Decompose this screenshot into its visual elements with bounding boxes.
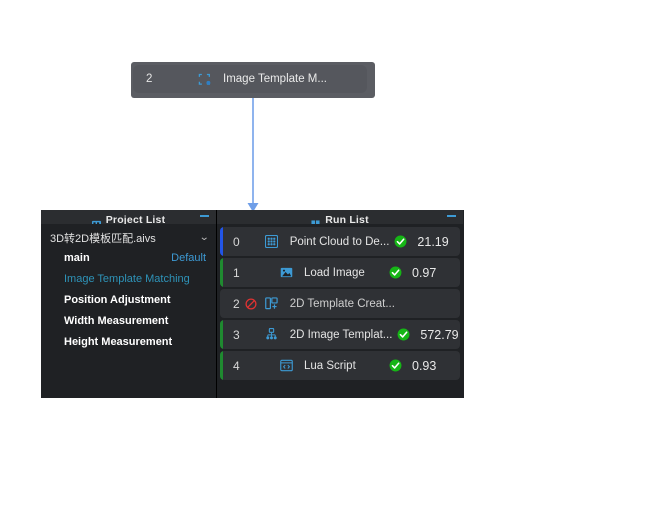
- project-item-label: Image Template Matching: [64, 272, 190, 285]
- load-image-icon: [276, 266, 296, 279]
- run-list-minimize-button[interactable]: [447, 215, 456, 217]
- run-row-index: 2: [233, 296, 240, 311]
- run-row-status-edge: [220, 258, 223, 287]
- run-row-duration: 21.19: [417, 234, 449, 249]
- run-row-label: 2D Template Creat...: [289, 297, 395, 310]
- project-item-value: Default: [171, 251, 206, 264]
- run-row-index: 3: [233, 327, 240, 342]
- run-row-label: Load Image: [304, 266, 365, 279]
- drop-indicator-arrow: [246, 98, 260, 214]
- run-row-index: 0: [233, 234, 240, 249]
- run-list-row[interactable]: 4 Lua Script 0.93: [220, 351, 460, 380]
- project-item-label: Position Adjustment: [64, 293, 171, 306]
- point-cloud-icon: [262, 235, 282, 248]
- run-list-row[interactable]: 3 2D Image Templat... 572.79: [220, 320, 460, 349]
- project-file-row[interactable]: 3D转2D模板匹配.aivs ⌄: [41, 228, 216, 247]
- run-row-label: 2D Image Templat...: [289, 328, 393, 341]
- run-row-index: 1: [233, 265, 240, 280]
- success-check-icon: [384, 266, 406, 279]
- run-row-status-edge: [220, 351, 223, 380]
- application-window: Project List 3D转2D模板匹配.aivs ⌄ main Defaul…: [41, 210, 464, 398]
- run-row-label: Lua Script: [304, 359, 356, 372]
- run-row-label: Point Cloud to De...: [289, 235, 390, 248]
- template-match-icon: [193, 71, 215, 87]
- run-list-row[interactable]: 0 Point Cloud to De... 21.19: [220, 227, 460, 256]
- template-create-icon: [262, 297, 282, 310]
- lua-script-icon: [276, 359, 296, 372]
- project-item-label: Width Measurement: [64, 314, 169, 327]
- run-row-status-edge: [220, 227, 223, 256]
- drag-ghost-body: 2 Image Template M...: [133, 65, 367, 93]
- chevron-down-icon[interactable]: ⌄: [198, 231, 210, 243]
- project-list-icon: [91, 216, 101, 224]
- run-row-duration: 0.93: [412, 358, 437, 373]
- run-row-duration: 572.79: [420, 327, 459, 342]
- project-item-2[interactable]: Image Template Matching: [41, 268, 216, 289]
- project-list-title: Project List: [105, 214, 166, 224]
- run-list-title: Run List: [325, 214, 369, 224]
- project-item-1[interactable]: main Default: [41, 247, 216, 268]
- project-list-minimize-button[interactable]: [200, 215, 209, 217]
- project-file-name: 3D转2D模板匹配.aivs: [50, 232, 156, 245]
- project-item-label: Height Measurement: [64, 335, 173, 348]
- run-list-row[interactable]: 2 2D Template Creat...: [220, 289, 460, 318]
- run-list-row[interactable]: 1 Load Image 0.97: [220, 258, 460, 287]
- disabled-icon: [240, 297, 262, 310]
- image-template-icon: [262, 328, 282, 341]
- project-item-5[interactable]: Height Measurement: [41, 331, 216, 352]
- project-item-4[interactable]: Width Measurement: [41, 310, 216, 331]
- project-list-header: Project List: [41, 210, 216, 224]
- run-list-header: Run List: [217, 210, 463, 224]
- project-item-label: main: [64, 251, 90, 264]
- run-row-status-edge: [220, 320, 223, 349]
- drag-ghost-label: Image Template M...: [223, 73, 327, 85]
- run-list-icon: [311, 216, 320, 225]
- success-check-icon: [392, 328, 414, 341]
- drag-ghost-tooltip: 2 Image Template M...: [131, 62, 375, 98]
- success-check-icon: [389, 235, 411, 248]
- run-row-index: 4: [233, 358, 240, 373]
- drag-ghost-index: 2: [146, 73, 153, 85]
- project-list-panel: Project List 3D转2D模板匹配.aivs ⌄ main Defaul…: [41, 210, 217, 398]
- success-check-icon: [384, 359, 406, 372]
- project-item-3[interactable]: Position Adjustment: [41, 289, 216, 310]
- run-row-duration: 0.97: [412, 265, 437, 280]
